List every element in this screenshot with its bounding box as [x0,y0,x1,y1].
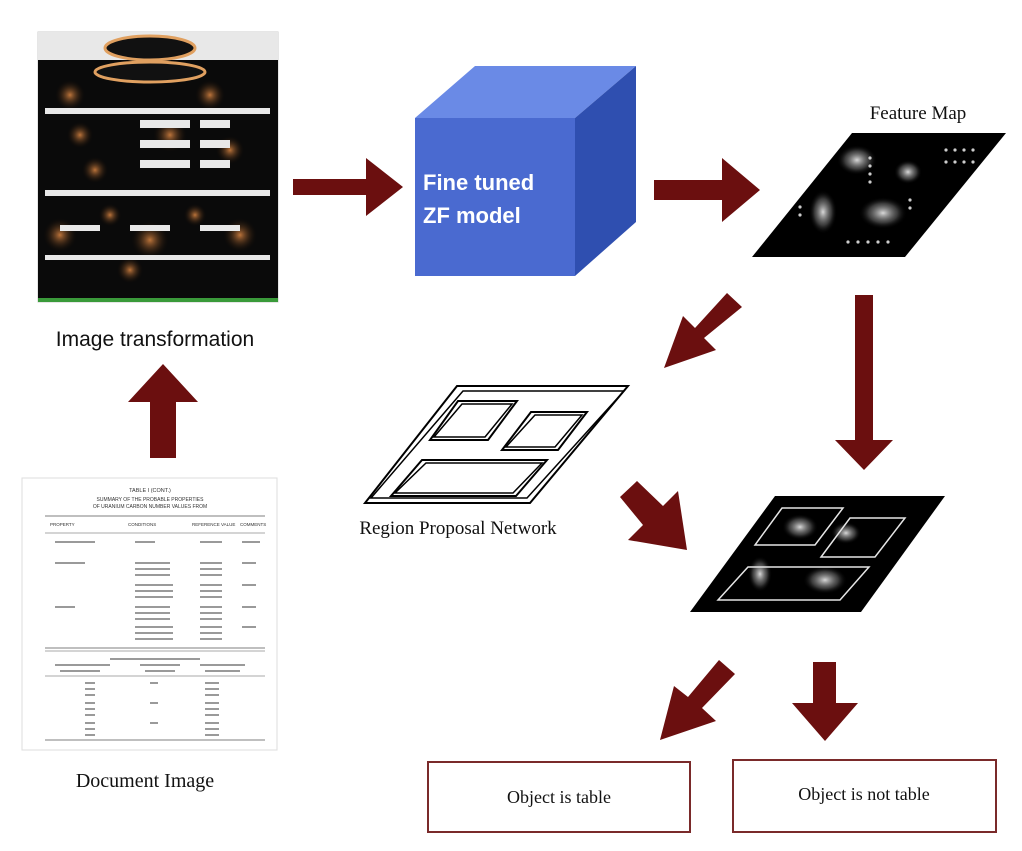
result-box-table [427,761,691,833]
arrow-rpn-to-roi [620,481,687,550]
svg-text:REFERENCE VALUE: REFERENCE VALUE [192,522,235,527]
arrow-up [128,364,198,458]
rpn-label: Region Proposal Network [359,518,557,539]
result-not-table-label: Object is not table [798,784,929,804]
document-image: TABLE I (CONT.) SUMMARY OF THE PROBABLE … [21,477,278,751]
arrow-down-to-roi [835,295,893,470]
zf-model-cube [415,66,636,276]
transformed-image [37,31,279,303]
feature-map [752,133,1006,257]
arrow-to-rpn [664,293,742,368]
result-box-not-table [732,759,997,833]
result-table-label: Object is table [507,787,611,807]
feature-map-label: Feature Map [870,103,967,124]
model-label-line1: Fine tuned [423,170,534,195]
roi-feature-map [690,496,945,612]
region-proposal-network [362,385,631,504]
document-image-label: Document Image [76,770,214,792]
arrow-to-not-table [792,662,858,741]
svg-text:PROPERTY: PROPERTY [50,522,75,527]
svg-text:TABLE I (CONT.): TABLE I (CONT.) [129,488,171,494]
svg-text:COMMENTS: COMMENTS [240,522,266,527]
arrow-right-to-model [293,158,403,216]
arrow-right-to-feature-map [654,158,760,222]
image-transformation-label: Image transformation [56,328,254,351]
svg-text:SUMMARY OF THE PROBABLE PROPER: SUMMARY OF THE PROBABLE PROPERTIES [97,497,205,503]
svg-text:CONDITIONS: CONDITIONS [128,522,156,527]
model-label-line2: ZF model [423,203,521,228]
svg-text:OF URANIUM CARBON NUMBER VALUE: OF URANIUM CARBON NUMBER VALUES FROM [93,504,207,510]
arrow-to-table [660,660,735,740]
